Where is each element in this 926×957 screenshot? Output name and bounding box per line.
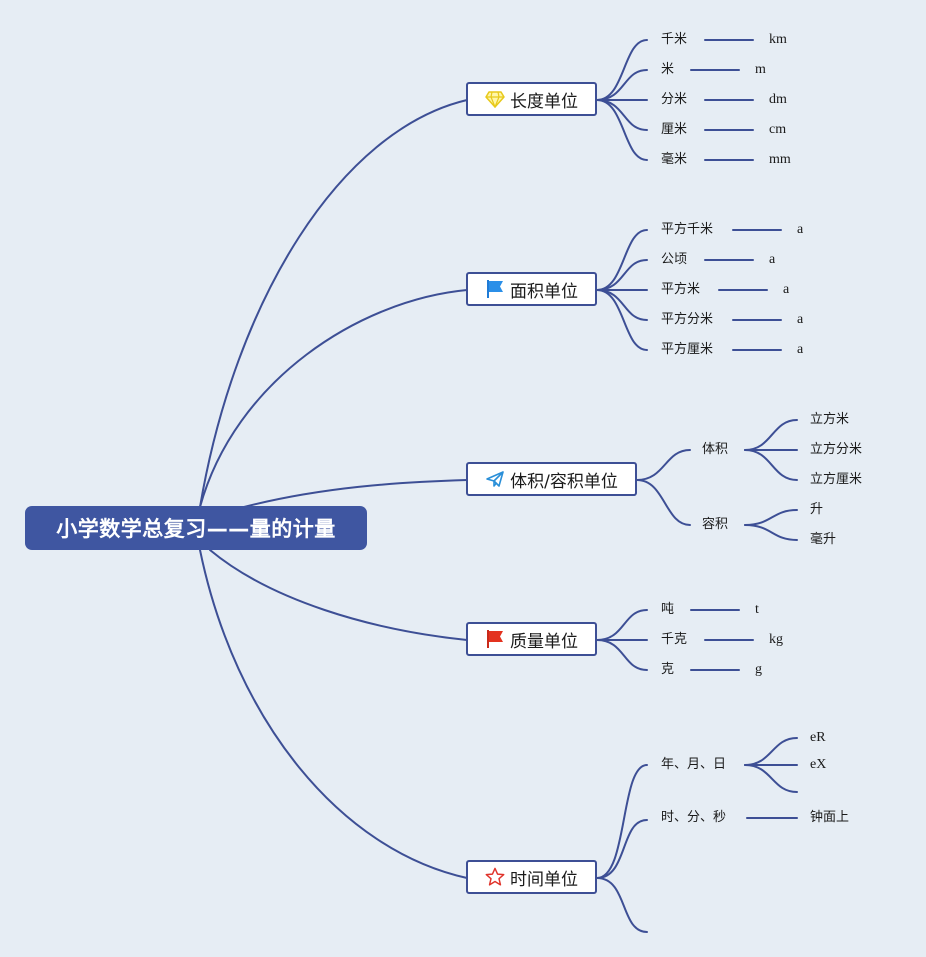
blue-flag-icon	[485, 279, 505, 299]
area-item-sq-m[interactable]: 平方米	[661, 282, 701, 297]
length-unit-dm[interactable]: dm	[769, 92, 787, 107]
root-topic[interactable]: 小学数学总复习——量的计量	[25, 506, 367, 550]
area-item-hectare[interactable]: 公顷	[661, 252, 688, 267]
area-unit-hectare[interactable]: a	[769, 252, 776, 267]
area-item-sq-cm[interactable]: 平方厘米	[661, 342, 714, 357]
time-note-clock-face[interactable]: 钟面上	[810, 810, 850, 825]
length-item-cm[interactable]: 厘米	[661, 122, 688, 137]
volume-item-cubic-dm[interactable]: 立方分米	[810, 442, 863, 457]
length-unit-km[interactable]: km	[769, 32, 787, 47]
area-unit-sq-m[interactable]: a	[783, 282, 790, 297]
time-sub-er[interactable]: eR	[810, 730, 826, 745]
capacity-item-liter[interactable]: 升	[810, 502, 824, 517]
branch-time-units[interactable]: 时间单位	[466, 860, 597, 894]
length-item-m[interactable]: 米	[661, 62, 675, 77]
branch-volume-units[interactable]: 体积/容积单位	[466, 462, 637, 496]
volume-group-volume[interactable]: 体积	[702, 442, 729, 457]
area-unit-sq-km[interactable]: a	[797, 222, 804, 237]
length-unit-cm[interactable]: cm	[769, 122, 787, 137]
branch-length-label: 长度单位	[510, 91, 578, 112]
branch-volume-label: 体积/容积单位	[510, 471, 618, 492]
mass-item-kilogram[interactable]: 千克	[661, 632, 688, 647]
paper-plane-icon	[485, 469, 505, 489]
star-icon	[485, 867, 505, 887]
area-unit-sq-dm[interactable]: a	[797, 312, 804, 327]
volume-group-capacity[interactable]: 容积	[702, 517, 729, 532]
length-item-mm[interactable]: 毫米	[661, 152, 688, 167]
length-item-km[interactable]: 千米	[661, 32, 688, 47]
mass-unit-gram[interactable]: g	[755, 662, 762, 677]
length-unit-mm[interactable]: mm	[769, 152, 791, 167]
length-item-dm[interactable]: 分米	[661, 92, 688, 107]
branch-time-label: 时间单位	[510, 869, 578, 890]
branch-mass-label: 质量单位	[510, 631, 578, 652]
length-unit-m[interactable]: m	[755, 62, 766, 77]
mass-item-ton[interactable]: 吨	[661, 602, 675, 617]
area-item-sq-km[interactable]: 平方千米	[661, 222, 714, 237]
mass-unit-ton[interactable]: t	[755, 602, 759, 617]
red-flag-icon	[485, 629, 505, 649]
volume-item-cubic-cm[interactable]: 立方厘米	[810, 472, 863, 487]
capacity-item-milliliter[interactable]: 毫升	[810, 532, 837, 547]
branch-length-units[interactable]: 长度单位	[466, 82, 597, 116]
area-item-sq-dm[interactable]: 平方分米	[661, 312, 714, 327]
branch-area-label: 面积单位	[510, 281, 578, 302]
branch-area-units[interactable]: 面积单位	[466, 272, 597, 306]
time-item-year-month-day[interactable]: 年、月、日	[661, 757, 727, 772]
branch-mass-units[interactable]: 质量单位	[466, 622, 597, 656]
time-sub-ex[interactable]: eX	[810, 757, 827, 772]
diamond-icon	[485, 89, 505, 109]
mass-item-gram[interactable]: 克	[661, 662, 675, 677]
area-unit-sq-cm[interactable]: a	[797, 342, 804, 357]
mass-unit-kilogram[interactable]: kg	[769, 632, 783, 647]
volume-item-cubic-m[interactable]: 立方米	[810, 412, 850, 427]
time-item-hour-minute-second[interactable]: 时、分、秒	[661, 810, 727, 825]
